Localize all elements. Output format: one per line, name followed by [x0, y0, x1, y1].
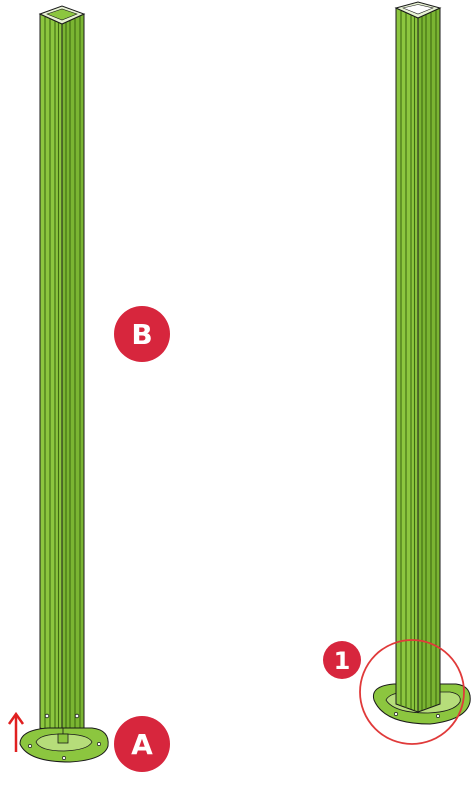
assembled-post — [373, 2, 470, 724]
base-plate-a — [20, 728, 108, 762]
badge-a: A — [114, 716, 170, 772]
step-number: 1 — [334, 647, 351, 675]
step-badge-1: 1 — [323, 641, 361, 679]
post-b — [40, 6, 84, 736]
badge-b: B — [114, 306, 170, 362]
label-a: A — [131, 728, 153, 761]
label-b: B — [131, 318, 152, 351]
